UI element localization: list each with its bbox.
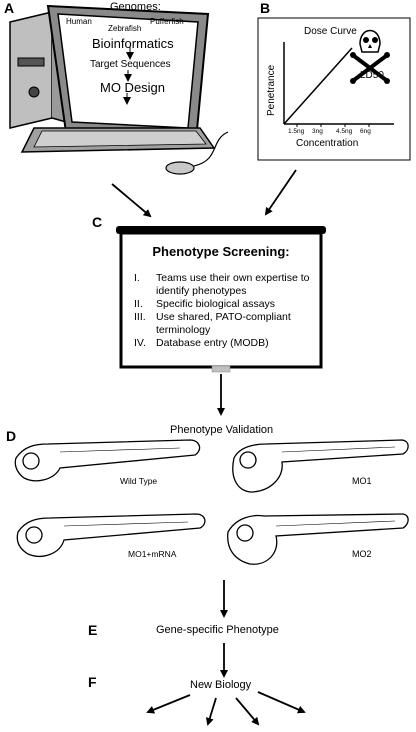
species-human: Human	[66, 17, 92, 26]
genomes-title: Genomes:	[110, 1, 161, 13]
x-tick-label: 1.5ng	[288, 128, 305, 135]
panel-label-f: F	[88, 674, 97, 690]
embryo-wild-type	[14, 439, 201, 482]
panel-label-b: B	[260, 0, 271, 16]
arrow-f-2	[205, 697, 217, 726]
panel-label-c: C	[92, 214, 103, 230]
mo-design-label: MO Design	[100, 80, 166, 95]
bioinformatics-label: Bioinformatics	[92, 36, 174, 51]
screening-step: IV.Database entry (MODB)	[134, 337, 269, 349]
panel-label-d: D	[6, 428, 17, 444]
panel-label-e: E	[88, 622, 98, 638]
arrow-f-3	[235, 697, 260, 726]
arrow-f-4	[257, 691, 306, 714]
screening-step: I.Teams use their own expertise to ident…	[134, 272, 310, 297]
embryo-mo2	[227, 513, 409, 565]
computer-illustration	[9, 4, 229, 175]
arrow-f-1	[146, 694, 191, 714]
embryo-label-wild-type: Wild Type	[120, 476, 158, 486]
phenotype-validation-title: Phenotype Validation	[170, 424, 274, 436]
gene-specific-phenotype: Gene-specific Phenotype	[156, 624, 279, 636]
arrow-b-to-c	[264, 169, 297, 216]
embryo-mo1	[232, 439, 409, 493]
x-tick-group	[296, 124, 370, 127]
panel-label-a: A	[4, 0, 15, 16]
embryo-label-mo1: MO1	[352, 476, 372, 486]
x-tick-label: 6ng	[360, 128, 371, 135]
ld50-annotation: LD50	[360, 70, 384, 81]
x-tick-label: 4.5ng	[336, 128, 353, 135]
arrow-a-to-c	[111, 183, 152, 218]
dose-response-line	[283, 47, 353, 125]
embryo-label-mo1-mrna: MO1+mRNA	[128, 549, 177, 559]
skull-crossbones-icon	[350, 29, 390, 84]
chart-title: Dose Curve	[304, 26, 357, 37]
y-axis-label: Penetrance	[266, 64, 277, 116]
x-tick-label: 3ng	[312, 128, 323, 135]
species-zebrafish: Zebrafish	[108, 24, 142, 33]
embryo-label-mo2: MO2	[352, 549, 372, 559]
x-axis-label: Concentration	[296, 138, 359, 149]
dose-curve-chart	[257, 17, 411, 161]
species-pufferfish: Pufferfish	[150, 17, 184, 26]
projection-screen	[116, 226, 326, 373]
new-biology: New Biology	[190, 679, 252, 691]
screening-panel: Phenotype Screening: I.Teams use their o…	[122, 236, 320, 366]
embryo-mo1-mrna	[16, 513, 206, 557]
screening-step: III.Use shared, PATO-compliant terminolo…	[134, 311, 291, 336]
screening-steps: I.Teams use their own expertise to ident…	[134, 272, 318, 350]
screening-title: Phenotype Screening:	[152, 244, 290, 259]
screening-step: II.Specific biological assays	[134, 298, 276, 310]
target-sequences-label: Target Sequences	[90, 59, 171, 70]
